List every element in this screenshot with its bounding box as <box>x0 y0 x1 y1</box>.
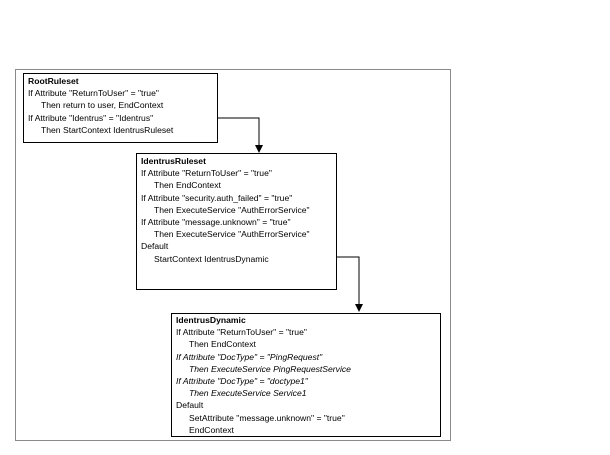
rule-line: Default <box>176 400 204 411</box>
box-title: IdentrusRuleset <box>141 156 206 166</box>
identrus-dynamic-box: IdentrusDynamic If Attribute "ReturnToUs… <box>171 313 441 437</box>
rule-line: Then ExecuteService PingRequestService <box>189 363 351 374</box>
rule-line: EndContext <box>189 424 234 435</box>
rule-line: If Attribute "DocType" = "doctype1" <box>176 376 308 387</box>
rule-line: If Attribute "security.auth_failed" = "t… <box>141 192 293 203</box>
root-ruleset-box: RootRuleset If Attribute "ReturnToUser" … <box>23 73 218 143</box>
rule-line: Then ExecuteService Service1 <box>189 388 307 399</box>
rule-line: If Attribute "ReturnToUser" = "true" <box>28 88 159 99</box>
rule-line: Then ExecuteService "AuthErrorService" <box>154 229 310 240</box>
rule-line: Then EndContext <box>189 339 256 350</box>
identrus-ruleset-box: IdentrusRuleset If Attribute "ReturnToUs… <box>136 153 337 290</box>
rule-line: Default <box>141 241 169 252</box>
rule-line: Then StartContext IdentrusRuleset <box>41 124 174 135</box>
rule-line: If Attribute "Identrus" = "Identrus" <box>28 112 154 123</box>
box-title: RootRuleset <box>28 76 79 86</box>
rule-line: Then ExecuteService "AuthErrorService" <box>154 204 310 215</box>
rule-line: If Attribute "DocType" = "PingRequest" <box>176 351 323 362</box>
rule-line: SetAttribute "message.unknown" = "true" <box>189 412 345 423</box>
rule-line: If Attribute "ReturnToUser" = "true" <box>176 327 307 338</box>
rule-line: If Attribute "message.unknown" = "true" <box>141 217 291 228</box>
diagram-frame <box>15 69 451 441</box>
box-title: IdentrusDynamic <box>176 314 246 327</box>
rule-line: If Attribute "ReturnToUser" = "true" <box>141 168 272 179</box>
rule-line: Then return to user, EndContext <box>41 100 164 111</box>
rule-line: Then EndContext <box>154 180 221 191</box>
rule-line: StartContext IdentrusDynamic <box>154 253 269 264</box>
